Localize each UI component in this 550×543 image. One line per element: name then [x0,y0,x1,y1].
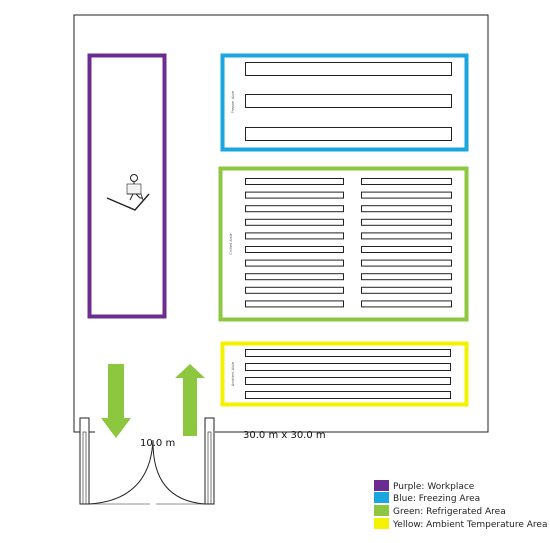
refrigerated-racks [245,178,452,308]
ambient-zone-label: Ambient Aisle [231,362,235,386]
legend-swatch-yellow [374,518,389,529]
worker-at-desk-icon [106,174,150,211]
refrigerated-rack [361,232,452,240]
building-dimension-label: 30.0 m x 30.0 m [243,430,326,441]
door-frame-left-inner [82,431,87,505]
door-swing-left [88,439,154,505]
freezing-rack [245,62,452,76]
arrow-up-icon [175,364,205,436]
legend: Purple: Workplace Blue: Freezing Area Gr… [374,480,547,530]
refrigerated-rack [245,218,344,226]
refrigerated-zone-label: Chilled Aisle [229,233,233,254]
refrigerated-rack [361,259,452,267]
refrigerated-rack [361,273,452,281]
door-frame-left [79,417,90,505]
refrigerated-rack [361,178,452,185]
arrow-down-icon [101,364,131,438]
building-wall [73,14,489,433]
ambient-rack [245,377,451,385]
ambient-zone [220,341,469,407]
refrigerated-zone [218,166,469,322]
legend-swatch-green [374,505,389,516]
ambient-rack [245,363,451,371]
ambient-rack [245,391,451,399]
refrigerated-rack [361,246,452,253]
refrigerated-rack [245,191,344,199]
refrigerated-rack [361,286,452,294]
ambient-rack [245,349,451,357]
door-width-label: 10.0 m [140,438,175,449]
legend-swatch-purple [374,480,389,491]
refrigerated-rack [245,300,344,308]
refrigerated-rack [361,300,452,308]
refrigerated-rack [245,286,344,294]
refrigerated-rack [245,205,344,213]
legend-label-yellow: Yellow: Ambient Temperature Area [392,520,547,530]
refrigerated-rack [245,273,344,281]
refrigerated-rack [245,232,344,240]
door-frame-right-inner [207,431,212,505]
refrigerated-rack [361,205,452,213]
door-frame-right [204,417,215,505]
freezing-zone [220,53,469,152]
refrigerated-rack [361,191,452,199]
legend-label-purple: Purple: Workplace [393,482,475,492]
refrigerated-rack [245,259,344,267]
freezing-rack [245,94,452,108]
ambient-racks [245,349,451,399]
refrigerated-rack [361,218,452,226]
legend-label-blue: Blue: Freezing Area [393,494,480,504]
refrigerated-rack [245,246,344,253]
freezing-zone-label: Freezer Aisle [231,91,235,113]
freezing-racks [245,62,452,141]
refrigerated-rack [245,178,344,185]
workplace-zone [87,53,167,319]
freezing-rack [245,127,452,141]
door-swing-right [152,439,206,505]
legend-swatch-blue [374,492,389,503]
legend-label-green: Green: Refrigerated Area [393,507,506,517]
